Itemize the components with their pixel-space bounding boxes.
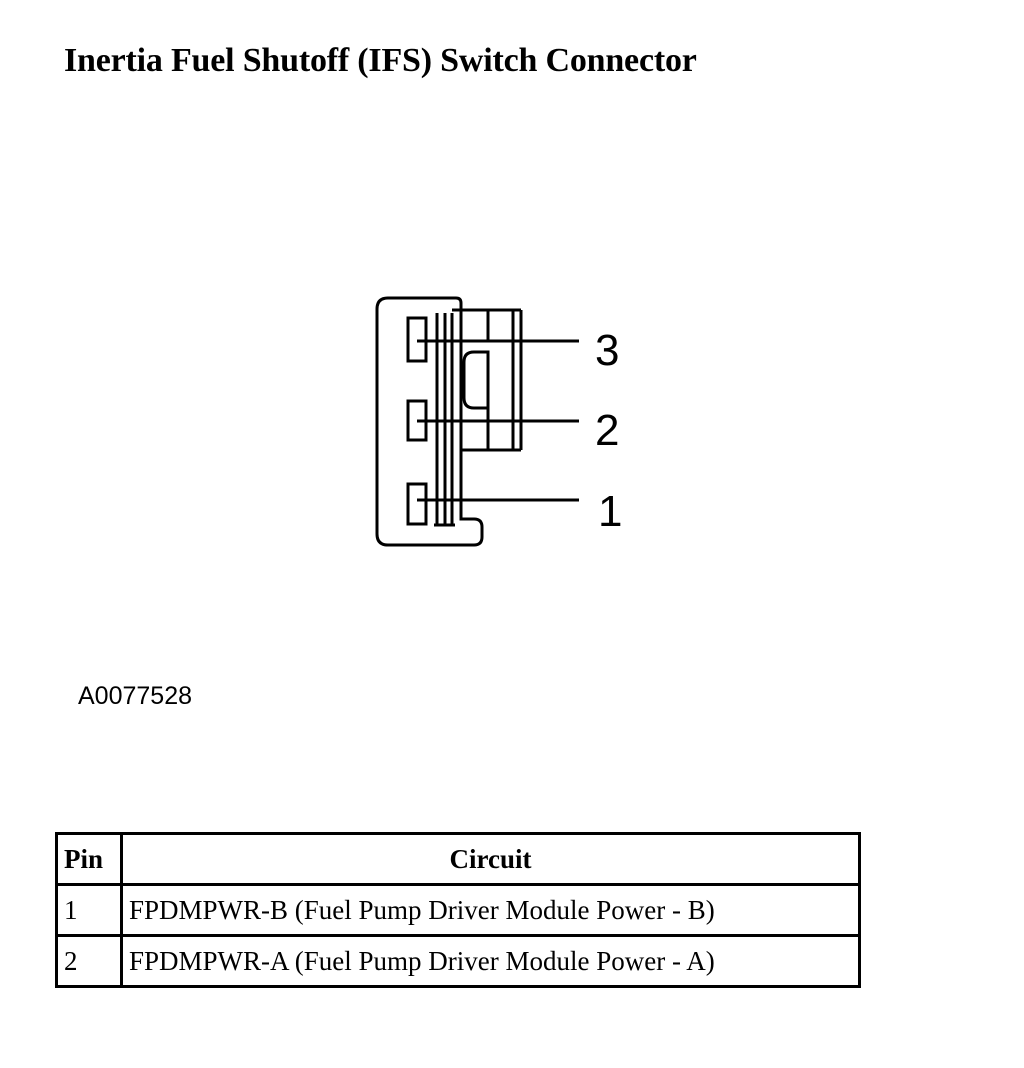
connector-housing [375,296,484,547]
table-row: 1 FPDMPWR-B (Fuel Pump Driver Module Pow… [55,883,861,937]
pin-cavity-1 [406,482,428,526]
pin-cell: 1 [55,883,123,937]
circuit-cell: FPDMPWR-A (Fuel Pump Driver Module Power… [120,934,861,988]
pin-label-3: 3 [595,326,619,375]
circuit-cell: FPDMPWR-B (Fuel Pump Driver Module Power… [120,883,861,937]
pin-label-2: 2 [595,406,619,455]
page-title: Inertia Fuel Shutoff (IFS) Switch Connec… [64,42,697,79]
figure-id: A0077528 [78,682,193,710]
table-header-row: Pin Circuit [55,832,861,886]
pin-table: Pin Circuit 1 FPDMPWR-B (Fuel Pump Drive… [55,832,861,988]
pin-column-header: Pin [55,832,123,886]
table-row: 2 FPDMPWR-A (Fuel Pump Driver Module Pow… [55,934,861,988]
pin-label-1: 1 [598,487,622,536]
pin-cell: 2 [55,934,123,988]
circuit-column-header: Circuit [120,832,861,886]
